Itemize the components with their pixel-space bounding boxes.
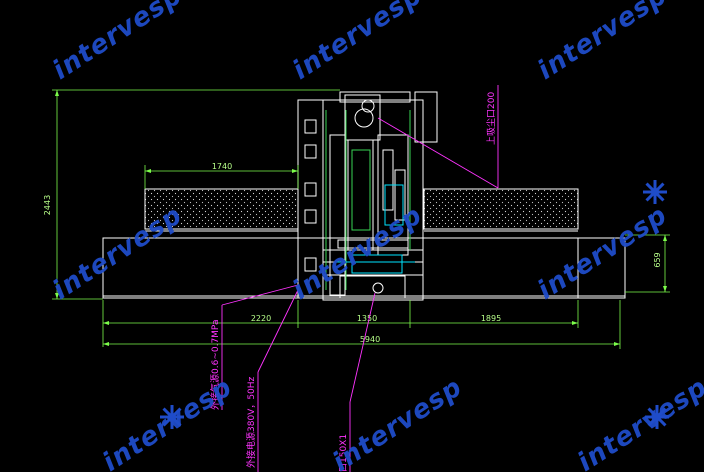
dimension-lines — [52, 89, 670, 349]
callout-leaders — [221, 85, 499, 472]
side-cabinet — [577, 237, 626, 299]
dim-mid-width: 1350 — [357, 314, 377, 323]
snowflake-logo-icon — [160, 180, 669, 429]
conveyor-beams — [144, 188, 579, 232]
left-conveyor — [144, 188, 299, 230]
callout-power: 外接电源380V，50Hz — [245, 376, 257, 468]
machine-internals — [325, 110, 415, 290]
watermark-text: intervesp — [47, 0, 187, 86]
dim-left-width: 2220 — [251, 314, 271, 323]
dim-total-depth: 2443 — [43, 195, 52, 215]
callout-outlet-top: 上吸尘口200 — [486, 92, 497, 145]
dim-total-width: 5940 — [360, 335, 380, 344]
dim-right-width: 1895 — [481, 314, 501, 323]
machine-body — [297, 91, 438, 301]
dim-gantry-span: 1740 — [212, 162, 232, 171]
watermark-text: intervesp — [47, 200, 187, 306]
watermark-text: intervesp — [572, 372, 704, 472]
callout-air-inlet: 外接气源0.6~0.7MPa — [209, 320, 221, 410]
watermark-text: intervesp — [327, 372, 467, 472]
dimension-arrows — [55, 90, 667, 346]
watermark-text: intervesp — [287, 200, 427, 306]
watermark-text: intervesp — [287, 0, 427, 86]
watermark-text: intervesp — [532, 0, 672, 86]
right-conveyor — [423, 188, 579, 230]
watermark-layer: intervesp intervesp intervesp intervesp … — [47, 0, 704, 472]
callout-outlet-bottom: 口150X1 — [339, 434, 349, 472]
dim-side-height: 659 — [653, 252, 662, 267]
